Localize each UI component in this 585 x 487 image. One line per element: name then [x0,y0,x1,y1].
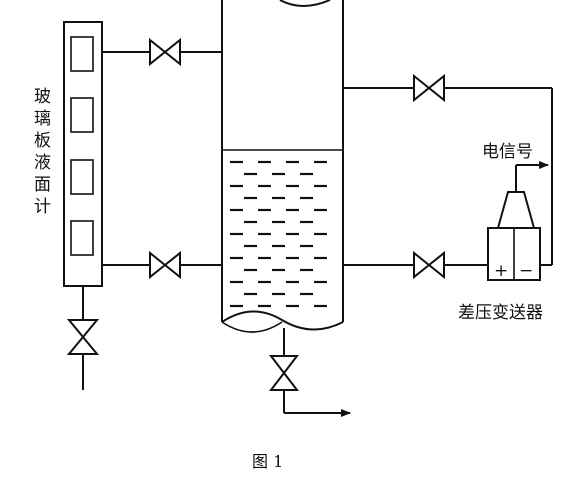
dp-transmitter-label: 差压变送器 [458,303,543,323]
glass-gauge-label-char: 液 [34,153,51,173]
glass-gauge-label-char: 面 [34,175,51,195]
transmitter-head [496,191,536,229]
liquid-hatching [230,160,327,308]
dp-plus-sign: + [494,261,508,281]
glass-gauge-label-char: 璃 [34,109,51,129]
gauge-window [70,220,94,256]
valve-icon [413,250,445,280]
glass-gauge-label: 玻 璃 板 液 面 计 [34,87,51,217]
dp-low-connection [343,250,488,280]
vessel-bottom-break [221,310,344,331]
signal-output [515,161,549,192]
dp-transmitter: + − [487,191,541,281]
gauge-window [70,159,94,195]
gauge-window [70,36,94,72]
vessel-bottom-break-curve [221,321,283,333]
glass-gauge-label-char: 玻 [34,87,51,107]
gauge-bottom-connection [102,250,222,280]
figure-caption: 图 1 [252,452,283,471]
vessel-top-break [279,0,331,7]
glass-gauge-label-char: 板 [34,131,51,151]
valve-icon [413,73,445,103]
dp-minus-sign: − [519,261,533,281]
vessel-drain [268,328,351,417]
dp-high-connection [343,73,553,266]
electric-signal-label: 电信号 [482,142,533,162]
valve-icon [149,250,181,280]
gauge-top-connection [102,37,222,67]
glass-gauge-label-char: 计 [34,197,51,217]
valve-icon [66,319,100,355]
liquid [223,149,342,308]
vessel [221,0,344,333]
valve-icon [268,355,300,391]
valve-icon [149,37,181,67]
glass-level-gauge [63,21,103,287]
gauge-window [70,97,94,133]
gauge-drain [66,286,100,390]
